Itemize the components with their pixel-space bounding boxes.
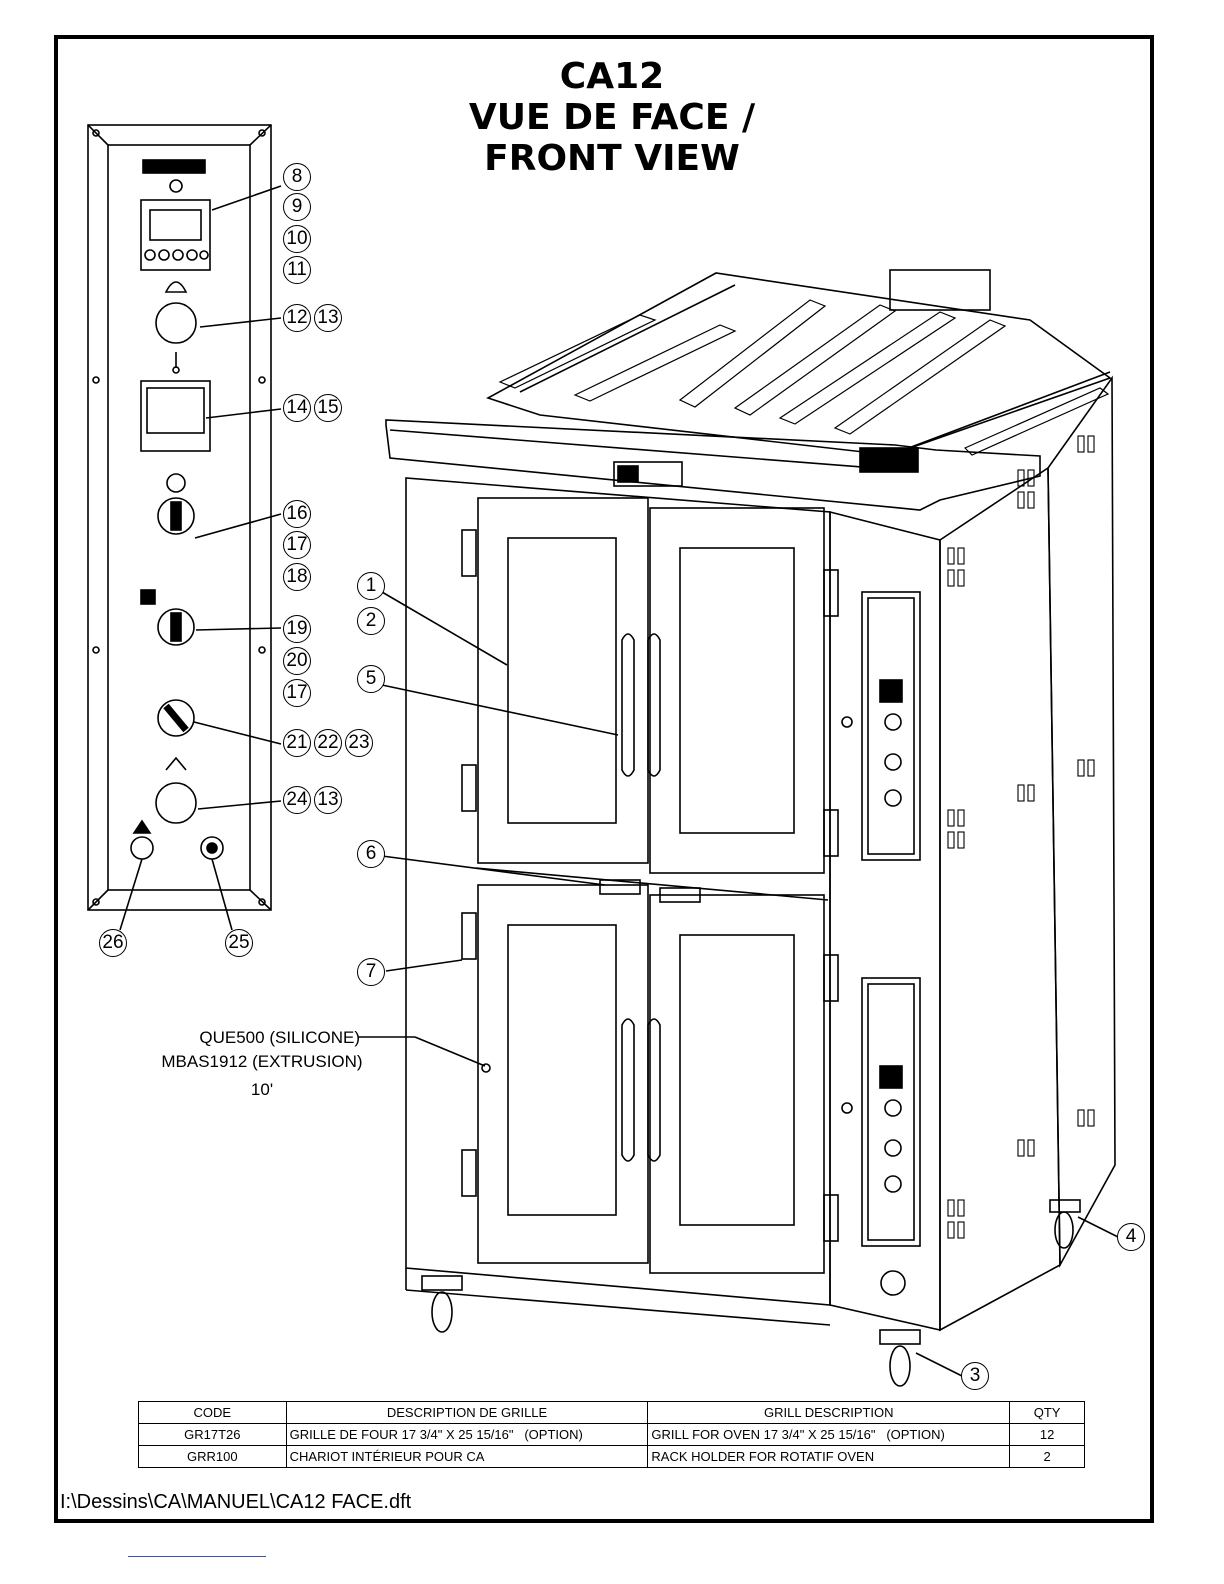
callout-18: 18 [283,563,311,591]
callout-24: 24 [283,786,311,814]
seal-note-line-1: QUE500 (SILICONE) [199,1028,360,1047]
callout-2: 2 [357,607,385,635]
header-code: CODE [138,1401,287,1424]
title-line-2: VUE DE FACE / [468,97,756,138]
callout-5: 5 [357,665,385,693]
control-panel-detail [87,124,282,931]
callout-6: 6 [357,840,385,868]
callout-13-second: 13 [314,786,342,814]
callout-22: 22 [314,729,342,757]
callout-3: 3 [961,1362,989,1390]
title-line-3: FRONT VIEW [484,138,740,179]
callout-1: 1 [357,572,385,600]
cell-code: GRR100 [138,1445,287,1468]
cell-code: GR17T26 [138,1423,287,1446]
callout-10: 10 [283,225,311,253]
callout-16: 16 [283,500,311,528]
callout-4: 4 [1117,1223,1145,1251]
cell-description-fr: GRILLE DE FOUR 17 3/4" X 25 15/16" (OPTI… [285,1423,649,1446]
oven-body [385,269,1116,1387]
callout-17-second: 17 [283,679,311,707]
cell-description-en: GRILL FOR OVEN 17 3/4" X 25 15/16" (OPTI… [647,1423,1011,1446]
callout-8: 8 [283,163,311,191]
callout-26: 26 [99,929,127,957]
callout-11: 11 [283,256,311,284]
seal-note-line-2: MBAS1912 (EXTRUSION) [161,1052,363,1071]
callout-9: 9 [283,193,311,221]
callout-23: 23 [345,729,373,757]
seal-note-line-3: 10' [250,1080,274,1099]
drawing-frame [54,35,1154,1523]
callout-12: 12 [283,304,311,332]
callout-19: 19 [283,615,311,643]
file-path: I:\Dessins\CA\MANUEL\CA12 FACE.dft [60,1491,412,1513]
link-underline [128,1556,266,1557]
table-row: GR17T26 GRILLE DE FOUR 17 3/4" X 25 15/1… [138,1423,1085,1446]
cell-qty: 12 [1009,1423,1085,1446]
title-line-1: CA12 [559,56,665,97]
callout-14: 14 [283,394,311,422]
table-row: GRR100 CHARIOT INTÉRIEUR POUR CA RACK HO… [138,1445,1085,1468]
callout-20: 20 [283,647,311,675]
callout-21: 21 [283,729,311,757]
parts-table: CODE DESCRIPTION DE GRILLE GRILL DESCRIP… [138,1401,1085,1468]
header-qty: QTY [1009,1401,1085,1424]
cell-qty: 2 [1009,1445,1085,1468]
oven-leader-lines [358,591,1119,1377]
header-description-fr: DESCRIPTION DE GRILLE [285,1401,649,1424]
header-description-en: GRILL DESCRIPTION [647,1401,1011,1424]
cell-description-en: RACK HOLDER FOR ROTATIF OVEN [647,1445,1011,1468]
callout-7: 7 [357,958,385,986]
callout-15: 15 [314,394,342,422]
table-header-row: CODE DESCRIPTION DE GRILLE GRILL DESCRIP… [138,1401,1085,1424]
callout-17: 17 [283,531,311,559]
cell-description-fr: CHARIOT INTÉRIEUR POUR CA [285,1445,649,1468]
callout-13: 13 [314,304,342,332]
callout-25: 25 [225,929,253,957]
